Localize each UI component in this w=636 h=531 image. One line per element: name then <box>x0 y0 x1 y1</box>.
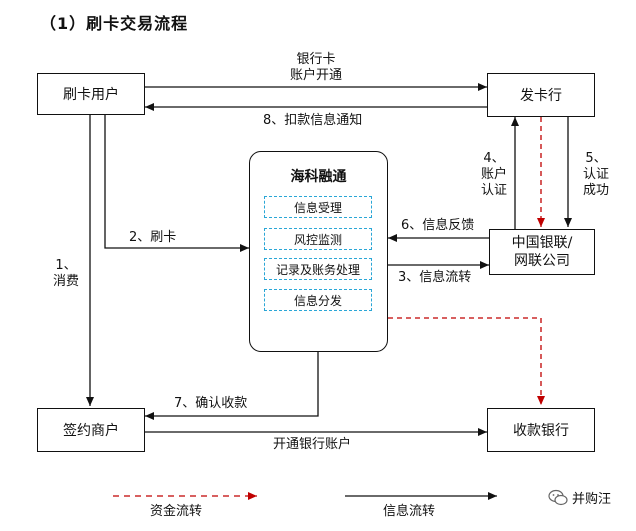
arrow-swipe <box>104 115 249 252</box>
wechat-icon <box>548 489 568 505</box>
label-consume: 1、 消费 <box>52 258 79 289</box>
arrow-fund-center-bank <box>388 317 545 405</box>
label-account-verify: 4、 账户 认证 <box>480 151 507 198</box>
node-card-user-label: 刷卡用户 <box>63 87 119 103</box>
legend-fund-label: 资金流转 <box>150 504 203 519</box>
center-item-risk-monitor: 风控监测 <box>264 228 372 250</box>
label-open-account: 银行卡 账户开通 <box>289 52 342 83</box>
center-item-info-accept: 信息受理 <box>264 196 372 218</box>
legend-info-label: 信息流转 <box>383 504 436 519</box>
label-deduct-notice: 8、扣款信息通知 <box>263 113 363 128</box>
node-unionpay: 中国银联/ 网联公司 <box>489 229 595 275</box>
center-title: 海科融通 <box>290 169 347 185</box>
watermark-text: 并购汪 <box>572 492 612 507</box>
label-confirm: 7、确认收款 <box>174 396 248 411</box>
node-haike-center: 海科融通 信息受理 风控监测 记录及账务处理 信息分发 <box>249 151 388 352</box>
node-merchant: 签约商户 <box>37 408 145 452</box>
arrow-confirm <box>145 352 319 420</box>
label-info-flow: 3、信息流转 <box>398 270 472 285</box>
label-verify-success: 5、 认证 成功 <box>582 151 609 198</box>
node-collect-bank-label: 收款银行 <box>513 423 569 439</box>
label-open-bank-account: 开通银行账户 <box>273 437 352 452</box>
center-item-accounting: 记录及账务处理 <box>264 258 372 280</box>
label-swipe: 2、刷卡 <box>129 230 177 245</box>
node-issuer-bank-label: 发卡行 <box>520 88 562 104</box>
page-title: （1）刷卡交易流程 <box>40 14 189 33</box>
node-unionpay-label: 中国银联/ 网联公司 <box>511 235 573 269</box>
label-feedback: 6、信息反馈 <box>401 218 475 233</box>
node-card-user: 刷卡用户 <box>37 73 145 115</box>
node-merchant-label: 签约商户 <box>63 423 119 439</box>
watermark: 并购汪 <box>548 488 611 507</box>
node-issuer-bank: 发卡行 <box>487 73 595 117</box>
center-item-distribution: 信息分发 <box>264 289 372 311</box>
node-collect-bank: 收款银行 <box>487 408 595 452</box>
